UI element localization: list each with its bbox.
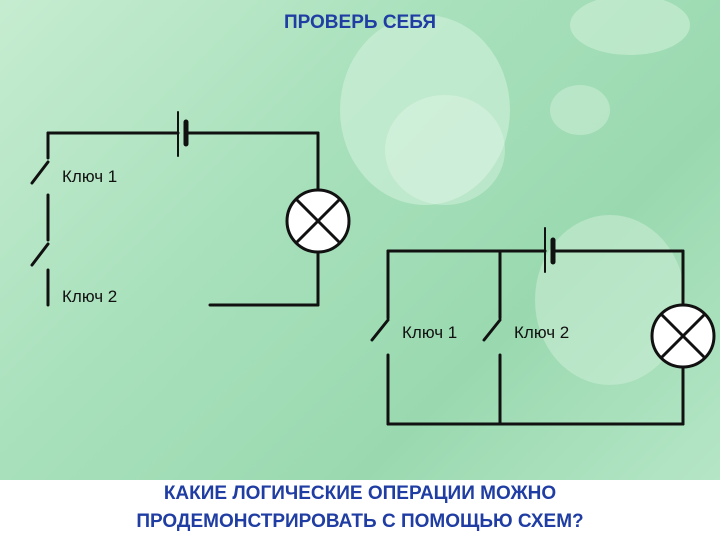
serial-key2-label: Ключ 2 <box>62 287 118 306</box>
page-title: ПРОВЕРЬ СЕБЯ <box>283 12 437 33</box>
parallel-lamp-cross-b <box>659 312 707 360</box>
circuit-serial <box>30 111 320 307</box>
parallel-switch-2-blade <box>482 318 502 342</box>
parallel-switch-1-blade <box>370 318 390 342</box>
parallel-key2-label: Ключ 2 <box>514 323 570 342</box>
question-text: КАКИЕ ЛОГИЧЕСКИЕ ОПЕРАЦИИ МОЖНО ПРОДЕМОН… <box>0 480 720 540</box>
serial-switch-1-blade <box>30 160 50 185</box>
parallel-lamp <box>650 303 716 369</box>
question-line-2: ПРОДЕМОНСТРИРОВАТЬ С ПОМОЩЬЮ СХЕМ? <box>136 511 584 532</box>
parallel-key1-label: Ключ 1 <box>402 323 458 342</box>
background-glass-decoration <box>340 0 690 385</box>
serial-key1-label: Ключ 1 <box>62 167 118 186</box>
circuit-diagrams <box>30 111 716 426</box>
circuit-parallel <box>370 227 685 426</box>
serial-lamp-cross-b <box>294 197 342 245</box>
question-line-1: КАКИЕ ЛОГИЧЕСКИЕ ОПЕРАЦИИ МОЖНО <box>163 483 557 504</box>
serial-lamp <box>285 188 351 254</box>
serial-switch-2-blade <box>30 242 50 267</box>
